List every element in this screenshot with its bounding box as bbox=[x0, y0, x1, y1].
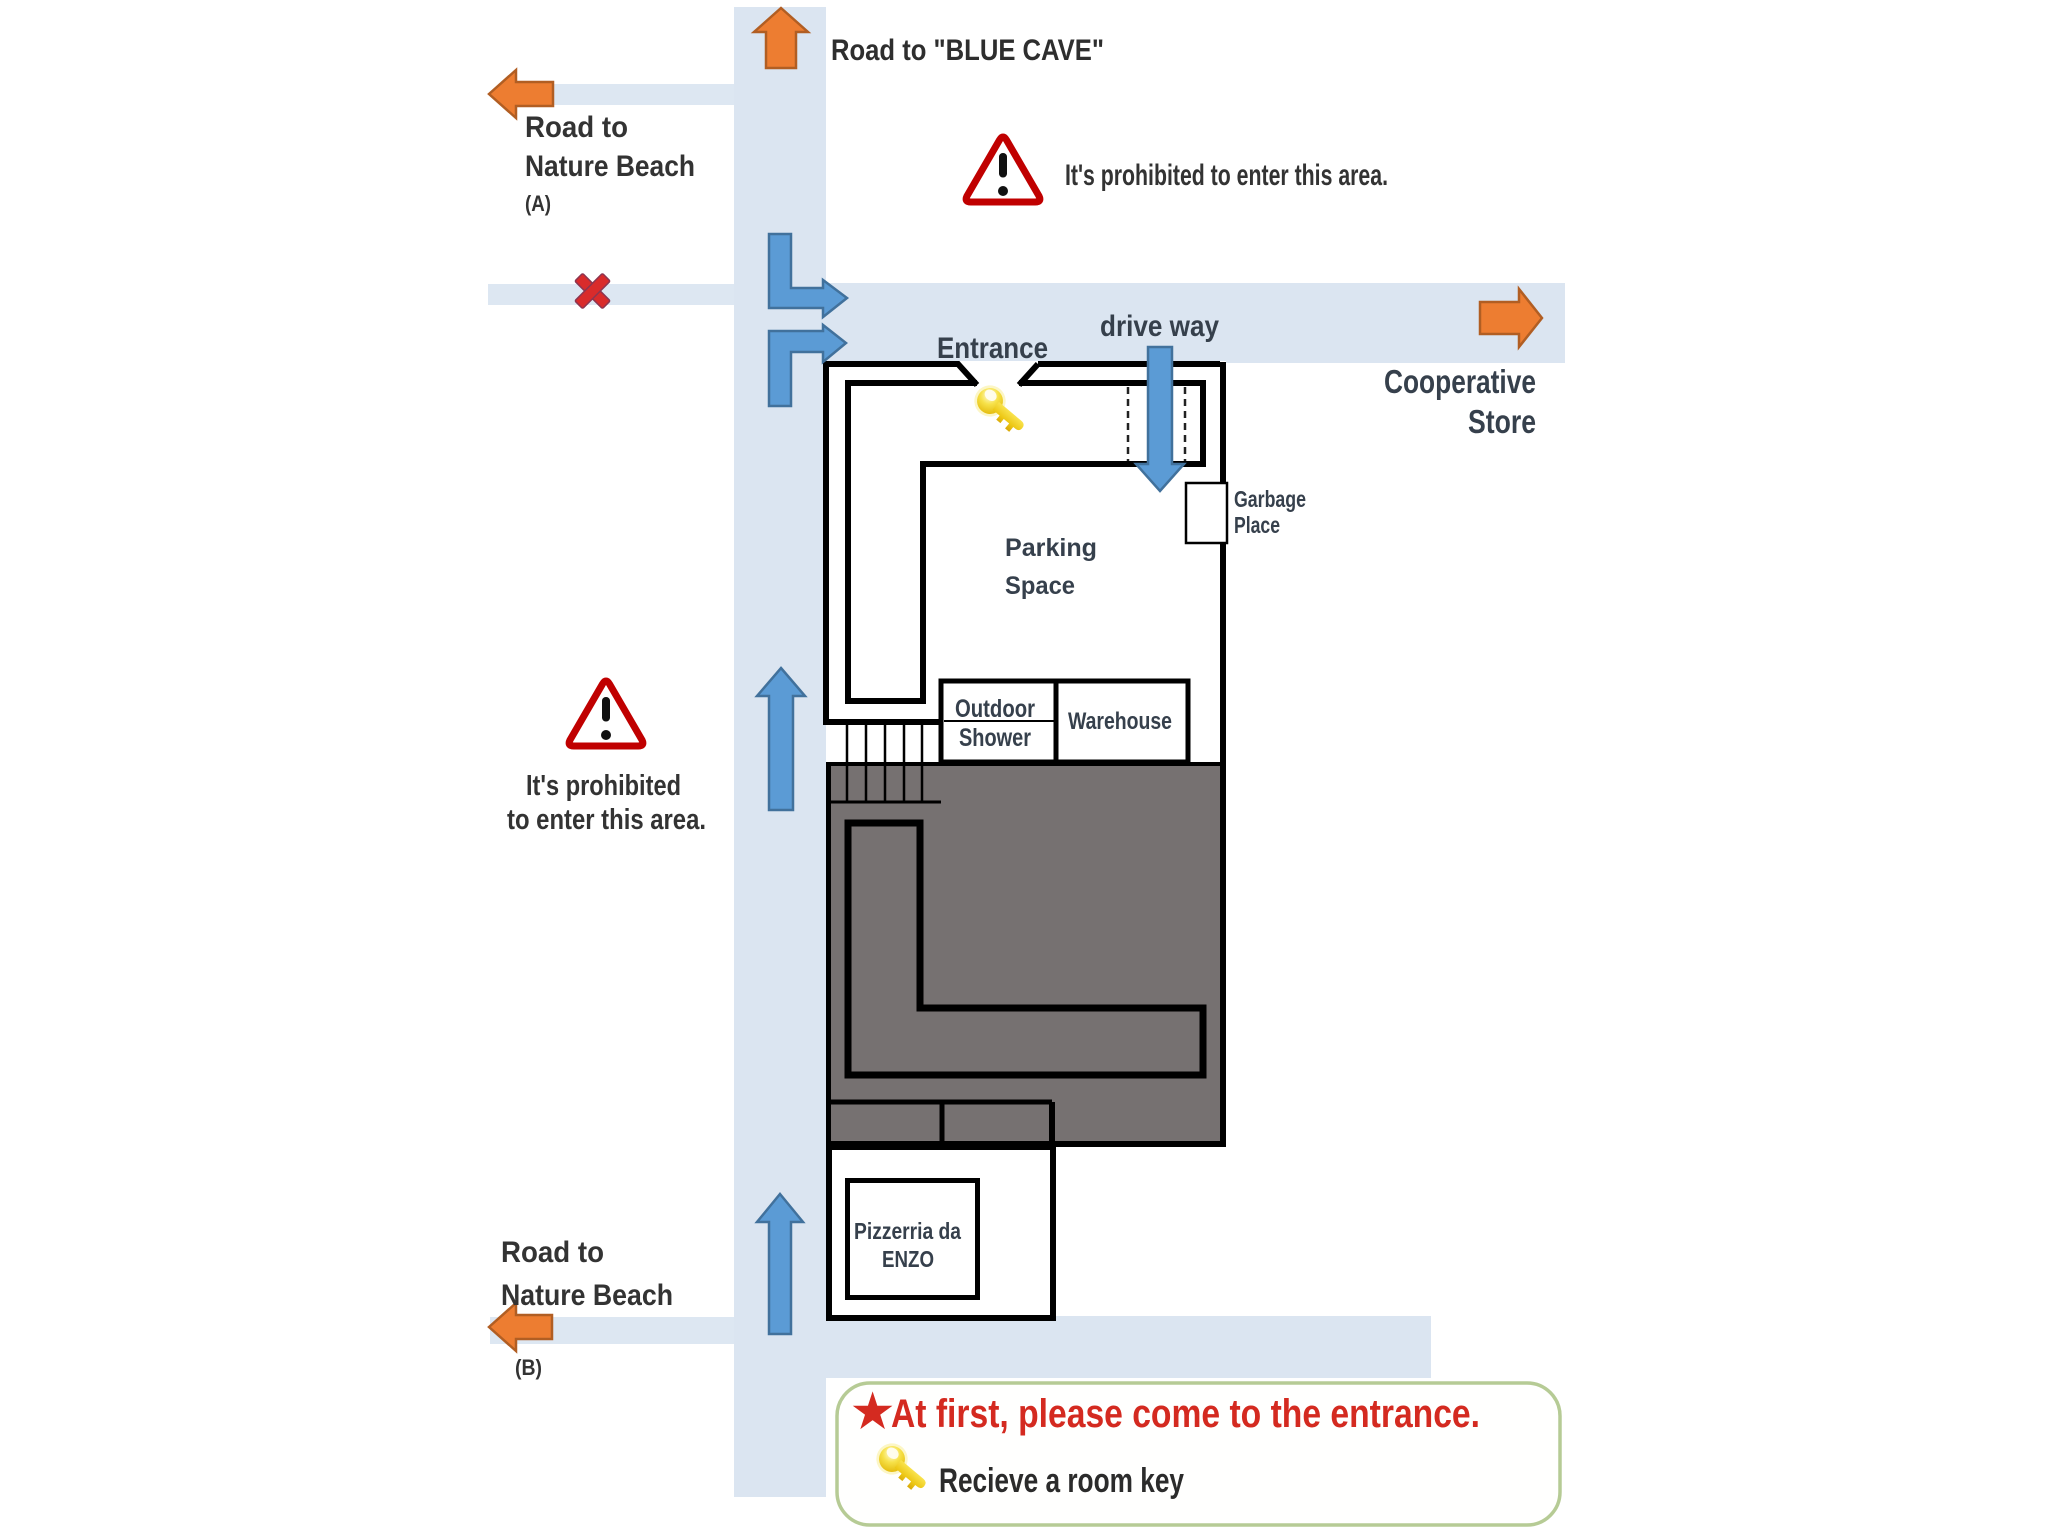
svg-text:(A): (A) bbox=[525, 191, 551, 216]
svg-text:to enter this area.: to enter this area. bbox=[507, 804, 706, 836]
svg-text:Outdoor: Outdoor bbox=[955, 695, 1035, 723]
svg-text:Nature Beach: Nature Beach bbox=[501, 1279, 673, 1312]
svg-text:Space: Space bbox=[1005, 572, 1075, 600]
svg-text:ENZO: ENZO bbox=[882, 1246, 934, 1272]
svg-text:(B): (B) bbox=[515, 1355, 542, 1380]
svg-text:Recieve a room key: Recieve a room key bbox=[939, 1462, 1184, 1500]
svg-text:Nature Beach: Nature Beach bbox=[525, 150, 695, 183]
svg-text:Parking: Parking bbox=[1005, 534, 1097, 562]
svg-text:Road to: Road to bbox=[525, 111, 628, 144]
svg-text:★: ★ bbox=[852, 1385, 893, 1437]
svg-text:Road to: Road to bbox=[501, 1236, 604, 1269]
svg-text:Shower: Shower bbox=[959, 724, 1031, 752]
svg-text:Entrance: Entrance bbox=[937, 332, 1048, 365]
svg-text:Garbage: Garbage bbox=[1234, 486, 1306, 512]
svg-text:Place: Place bbox=[1234, 512, 1280, 538]
svg-text:It's prohibited to enter this: It's prohibited to enter this area. bbox=[1065, 159, 1388, 192]
svg-text:Pizzerria da: Pizzerria da bbox=[854, 1218, 961, 1244]
svg-text:Road to "BLUE CAVE": Road to "BLUE CAVE" bbox=[831, 34, 1104, 67]
svg-text:Warehouse: Warehouse bbox=[1068, 708, 1172, 735]
svg-text:Store: Store bbox=[1468, 403, 1536, 440]
svg-text:drive way: drive way bbox=[1100, 310, 1219, 343]
svg-text:It's prohibited: It's prohibited bbox=[526, 770, 681, 802]
svg-text:Cooperative: Cooperative bbox=[1384, 363, 1536, 400]
svg-text:At first, please come to the e: At first, please come to the entrance. bbox=[891, 1392, 1480, 1436]
